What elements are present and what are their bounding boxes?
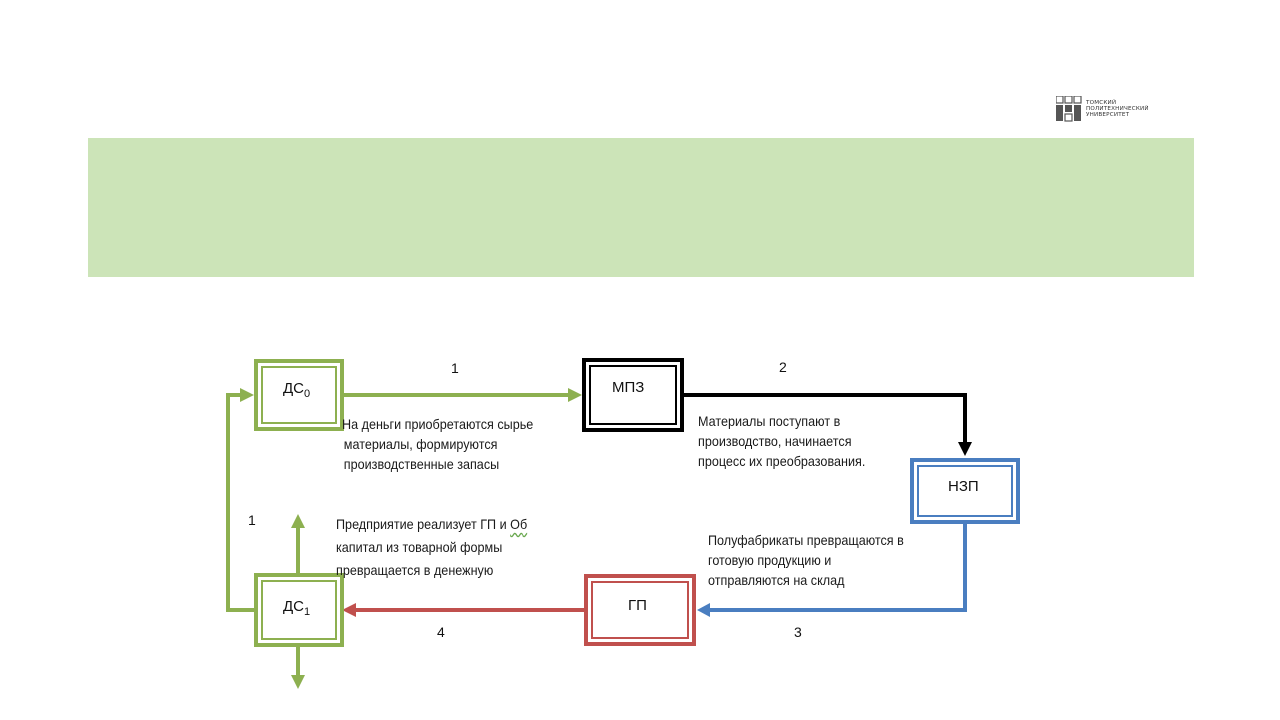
node-gp: ГП: [584, 574, 696, 646]
node-mpz: МПЗ: [582, 358, 684, 432]
node-ds0-label: ДС: [283, 380, 304, 397]
node-ds1: ДС1: [254, 573, 344, 647]
arrow-ds1-down: [291, 646, 305, 689]
note-semi-products: Полуфабрикаты превращаются в готовую про…: [708, 530, 904, 590]
logo-line-2: ПОЛИТЕХНИЧЕСКИЙ: [1086, 105, 1149, 112]
step-number-4: 4: [437, 624, 445, 640]
node-ds0-subscript: 0: [304, 388, 310, 400]
arrow-ds0-to-mpz: [341, 388, 582, 402]
node-ds1-subscript: 1: [304, 606, 310, 618]
note-purchase-line-2: материалы, формируются: [343, 436, 498, 452]
svg-text:ДС0: ДС0: [283, 380, 310, 400]
arrow-ds1-to-ds0: [226, 388, 254, 612]
node-mpz-label: МПЗ: [612, 379, 644, 396]
step-number-1-top: 1: [451, 360, 459, 376]
step-number-1-left: 1: [248, 512, 256, 528]
arrow-ds1-up: [291, 514, 305, 574]
arrow-mpz-to-nzp: [682, 393, 972, 456]
node-nzp-label: НЗП: [948, 478, 979, 495]
note-sale-line-1-text: Предприятие реализует ГП и: [336, 516, 511, 532]
note-production: Материалы поступают в производство, начи…: [698, 411, 865, 471]
note-sale-line-1: Предприятие реализует ГП и Об: [336, 513, 527, 536]
node-gp-label: ГП: [628, 597, 647, 614]
node-nzp: НЗП: [910, 458, 1020, 524]
step-number-3: 3: [794, 624, 802, 640]
note-production-line-1: Материалы поступают в: [698, 413, 841, 429]
node-ds1-label: ДС: [283, 598, 304, 615]
note-production-line-3: процесс их преобразования.: [698, 453, 866, 469]
note-sale-line-2: капитал из товарной формы: [336, 539, 503, 555]
university-logo-text: ТОМСКИЙ ПОЛИТЕХНИЧЕСКИЙ УНИВЕРСИТЕТ: [1086, 100, 1149, 119]
note-purchase-line-1: На деньги приобретаются сырье: [342, 416, 534, 432]
university-logo: ТОМСКИЙ ПОЛИТЕХНИЧЕСКИЙ УНИВЕРСИТЕТ: [1056, 96, 1149, 122]
university-logo-icon: [1056, 96, 1082, 122]
logo-line-3: УНИВЕРСИТЕТ: [1086, 112, 1130, 119]
arrow-gp-to-ds1: [342, 603, 585, 617]
title-banner: [88, 138, 1194, 277]
note-sale-line-3: превращается в денежную: [336, 562, 494, 578]
note-semi-line-1: Полуфабрикаты превращаются в: [708, 532, 904, 548]
step-number-2: 2: [779, 359, 787, 375]
arrow-nzp-to-gp: [697, 523, 967, 617]
note-semi-line-3: отправляются на склад: [708, 572, 845, 588]
node-ds0: ДС0: [254, 359, 344, 431]
note-purchase-line-3: производственные запасы: [343, 456, 500, 472]
note-production-line-2: производство, начинается: [698, 433, 852, 449]
logo-line-1: ТОМСКИЙ: [1086, 99, 1117, 106]
note-semi-line-2: готовую продукцию и: [708, 552, 832, 568]
svg-text:ДС1: ДС1: [283, 598, 310, 618]
note-sale-abbrev: Об: [510, 516, 528, 532]
note-sale: Предприятие реализует ГП и Об капитал из…: [336, 513, 527, 582]
note-purchase: На деньги приобретаются сырье материалы,…: [342, 414, 533, 474]
